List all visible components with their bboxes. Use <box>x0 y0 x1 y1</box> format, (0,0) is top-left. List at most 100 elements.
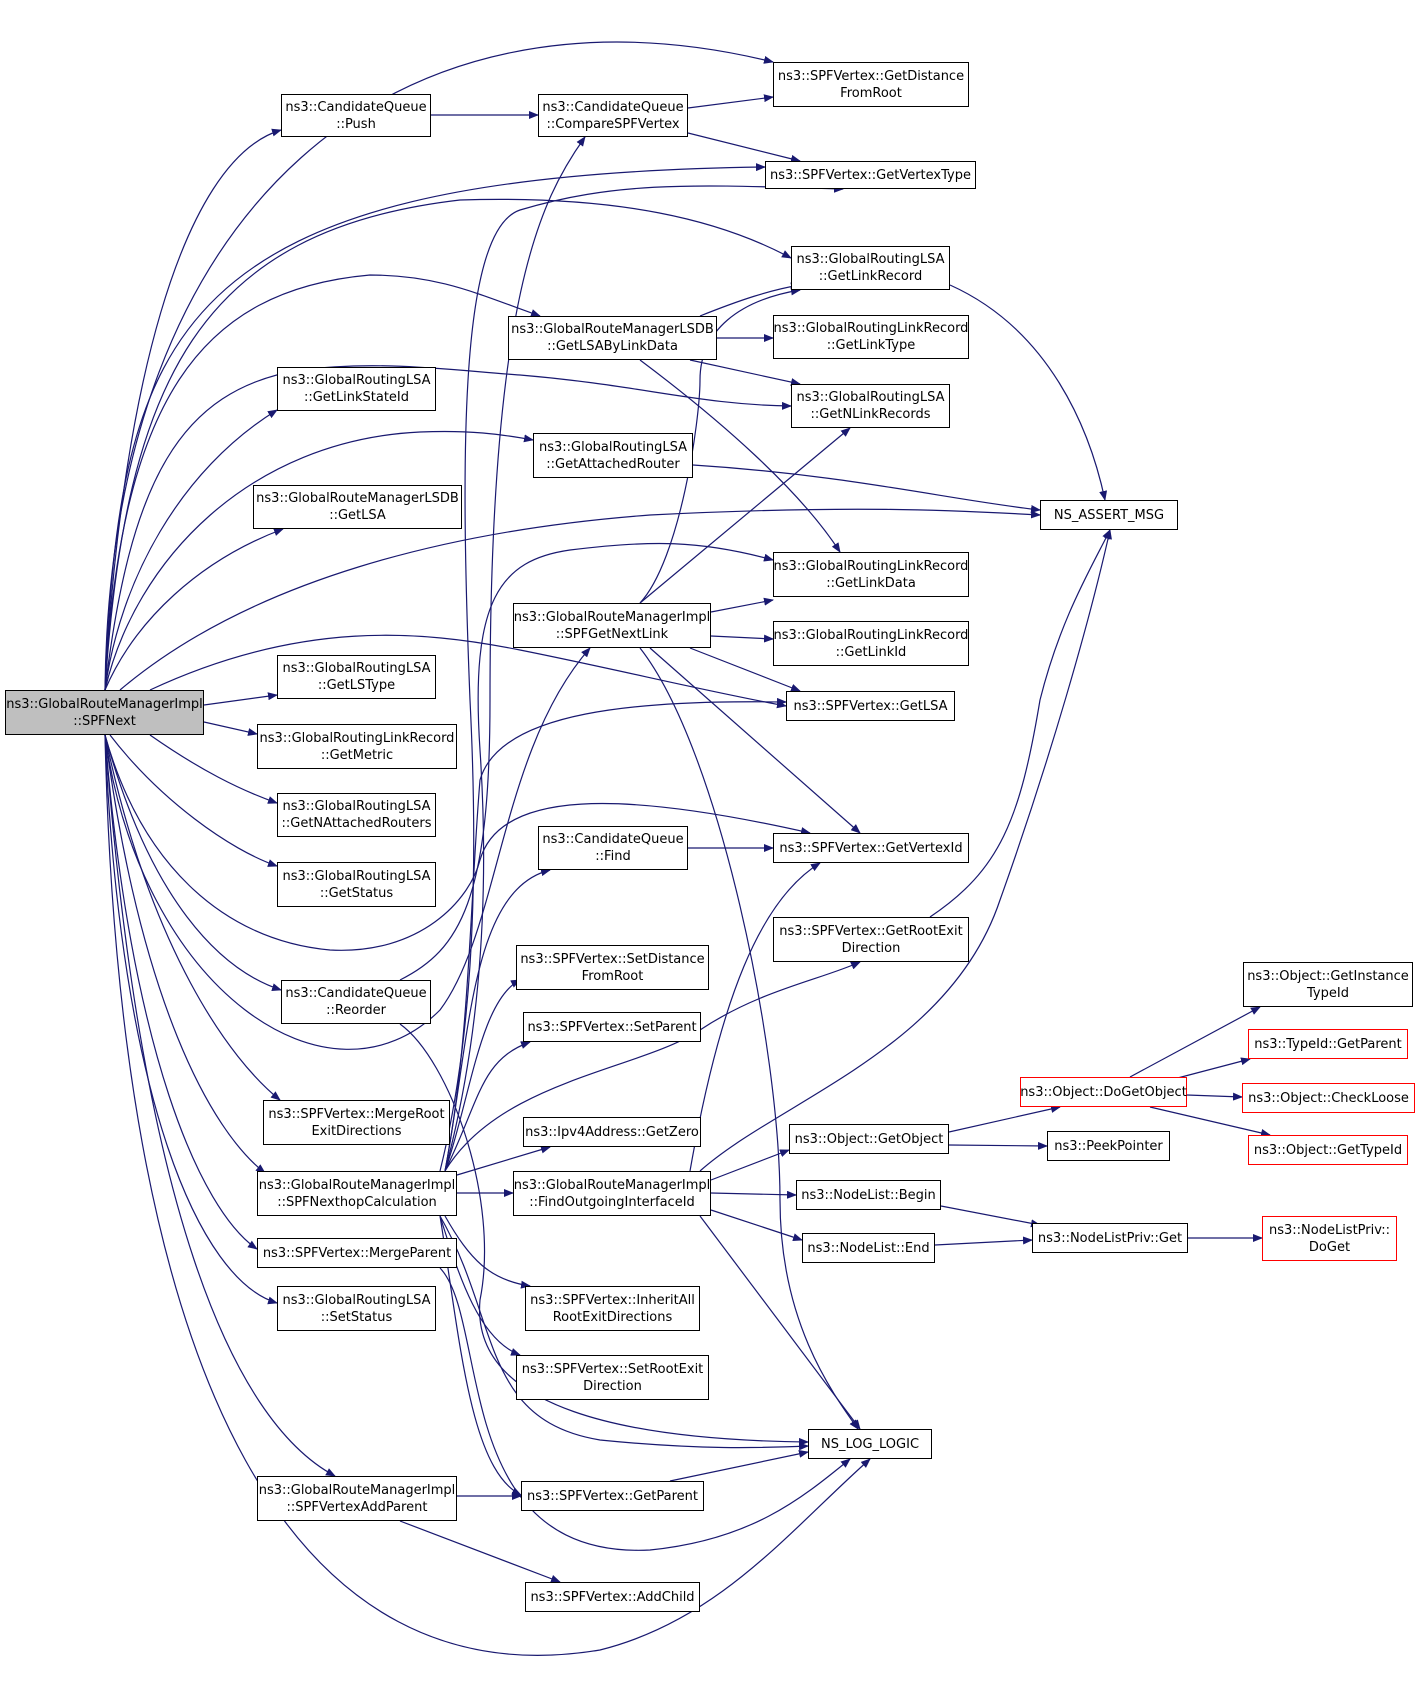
node-nodelistpriv-doget[interactable]: ns3::NodeListPriv::DoGet <box>1262 1216 1397 1261</box>
node-v-getparent[interactable]: ns3::SPFVertex::GetParent <box>521 1481 704 1511</box>
edge-spfnext-to-lsa-setstatus <box>104 734 278 1305</box>
node-lsdb-getlsabylinkdata[interactable]: ns3::GlobalRouteManagerLSDB::GetLSAByLin… <box>508 316 717 360</box>
edge-spfnext-to-ns-assert-msg <box>119 508 1041 691</box>
edge-gm-findoutgoinginterfaceid-to-obj-getobject <box>710 1149 790 1181</box>
edge-spf-nexthopcalculation-to-v-getvertextype <box>439 184 844 1172</box>
edge-spf-nexthopcalculation-to-cq-find <box>444 868 551 1172</box>
node-obj-dogetobject[interactable]: ns3::Object::DoGetObject <box>1020 1077 1187 1107</box>
edge-spf-getnextlink-to-lr-getlinkdata <box>710 597 774 613</box>
node-lr-getlinktype[interactable]: ns3::GlobalRoutingLinkRecord::GetLinkTyp… <box>773 315 969 359</box>
edge-spf-getnextlink-to-lr-getlinkid <box>710 634 774 643</box>
edge-gm-findoutgoinginterfaceid-to-ns-log-logic <box>699 1215 861 1430</box>
edge-spf-getnextlink-to-lsa-getlinkrecord <box>639 287 801 604</box>
edge-gm-findoutgoinginterfaceid-to-ns-assert-msg <box>699 529 1112 1172</box>
node-v-getlsa[interactable]: ns3::SPFVertex::GetLSA <box>786 691 955 721</box>
edge-obj-dogetobject-to-obj-getinstancetypeid <box>1129 1006 1261 1078</box>
node-lsa-getattachedrouter[interactable]: ns3::GlobalRoutingLSA::GetAttachedRouter <box>533 433 693 478</box>
node-obj-checkloose[interactable]: ns3::Object::CheckLoose <box>1242 1083 1415 1113</box>
node-v-getvertexid[interactable]: ns3::SPFVertex::GetVertexId <box>773 833 969 863</box>
node-nodelist-end[interactable]: ns3::NodeList::End <box>802 1233 935 1263</box>
edge-lsa-getattachedrouter-to-ns-assert-msg <box>692 464 1041 513</box>
node-v-addchild[interactable]: ns3::SPFVertex::AddChild <box>525 1582 700 1612</box>
edge-spf-nexthopcalculation-to-lr-getlinkdata <box>444 542 774 1172</box>
node-lr-getlinkid[interactable]: ns3::GlobalRoutingLinkRecord::GetLinkId <box>773 621 969 666</box>
node-lsa-getlinkstateid[interactable]: ns3::GlobalRoutingLSA::GetLinkStateId <box>277 367 436 411</box>
node-typeid-getparent[interactable]: ns3::TypeId::GetParent <box>1248 1029 1408 1059</box>
node-lsa-getlinkrecord[interactable]: ns3::GlobalRoutingLSA::GetLinkRecord <box>791 246 950 290</box>
edge-spfnext-to-lsdb-getlsa <box>104 528 284 691</box>
node-nodelist-begin[interactable]: ns3::NodeList::Begin <box>796 1180 941 1210</box>
edge-obj-dogetobject-to-obj-gettypeid <box>1149 1106 1271 1137</box>
edge-spfnext-to-v-getvertexid <box>104 734 811 951</box>
edge-spfnext-to-lsa-getlstype <box>203 692 278 706</box>
edge-spfnext-to-lr-getmetric <box>203 721 258 736</box>
node-v-getvertextype[interactable]: ns3::SPFVertex::GetVertexType <box>765 161 976 189</box>
node-spf-nexthopcalculation[interactable]: ns3::GlobalRouteManagerImpl::SPFNexthopC… <box>257 1171 457 1216</box>
edge-spfnext-to-spf-vertexaddparent <box>104 734 336 1477</box>
edge-spfnext-to-ns-log-logic <box>104 734 871 1656</box>
node-spf-vertexaddparent[interactable]: ns3::GlobalRouteManagerImpl::SPFVertexAd… <box>257 1476 457 1521</box>
node-lr-getmetric[interactable]: ns3::GlobalRoutingLinkRecord::GetMetric <box>257 724 457 769</box>
edge-spf-nexthopcalculation-to-ipv4-getzero <box>456 1145 551 1176</box>
edge-cq-reorder-to-cq-compare <box>399 136 586 981</box>
node-lsdb-getlsa[interactable]: ns3::GlobalRouteManagerLSDB::GetLSA <box>253 485 462 529</box>
node-lsa-setstatus[interactable]: ns3::GlobalRoutingLSA::SetStatus <box>277 1286 436 1331</box>
edge-lsdb-getlsabylinkdata-to-lr-getlinkdata <box>639 359 841 553</box>
node-ns-log-logic[interactable]: NS_LOG_LOGIC <box>808 1429 932 1459</box>
edge-cq-compare-to-v-getvertextype <box>687 132 801 163</box>
edge-spfnext-to-lsa-getattachedrouter <box>104 430 534 691</box>
edge-spf-nexthopcalculation-to-v-getlsa <box>444 697 787 1172</box>
edge-spfnext-to-spf-getnextlink <box>104 647 591 1050</box>
node-cq-compare[interactable]: ns3::CandidateQueue::CompareSPFVertex <box>538 94 688 137</box>
node-ns-assert-msg[interactable]: NS_ASSERT_MSG <box>1040 500 1178 530</box>
edge-spf-getnextlink-to-lsa-getnlinkrecords <box>639 427 851 604</box>
edge-cq-compare-to-v-getdistance <box>687 94 774 109</box>
node-cq-push[interactable]: ns3::CandidateQueue::Push <box>281 94 431 137</box>
edge-spfnext-to-v-mergerootexitdirections <box>104 734 281 1101</box>
edge-spfnext-to-v-getlsa <box>149 634 787 709</box>
node-spf-getnextlink[interactable]: ns3::GlobalRouteManagerImpl::SPFGetNextL… <box>513 603 711 648</box>
edge-obj-dogetobject-to-typeid-getparent <box>1169 1057 1251 1081</box>
edge-lsdb-getlsabylinkdata-to-lsa-getnlinkrecords <box>689 359 801 386</box>
edge-spfnext-to-cq-push <box>104 128 282 691</box>
edge-v-mergeparent-to-ns-log-logic <box>439 1267 851 1551</box>
edge-obj-dogetobject-to-obj-checkloose <box>1186 1092 1243 1101</box>
node-gm-findoutgoinginterfaceid[interactable]: ns3::GlobalRouteManagerImpl::FindOutgoin… <box>513 1171 711 1216</box>
edge-spfnext-to-lsa-getstatus <box>109 734 278 867</box>
node-obj-getobject[interactable]: ns3::Object::GetObject <box>789 1124 949 1154</box>
edge-spfnext-to-v-getvertextype <box>104 163 766 691</box>
edge-nodelist-end-to-nodelistpriv-get <box>934 1236 1033 1246</box>
node-cq-find[interactable]: ns3::CandidateQueue::Find <box>538 826 688 870</box>
edge-cq-reorder-to-ns-log-logic <box>399 1023 809 1446</box>
node-ipv4-getzero[interactable]: ns3::Ipv4Address::GetZero <box>523 1117 701 1147</box>
node-lsa-getnlinkrecords[interactable]: ns3::GlobalRoutingLSA::GetNLinkRecords <box>791 384 950 428</box>
edge-spf-nexthopcalculation-to-ns-log-logic <box>439 1215 809 1451</box>
edge-spf-nexthopcalculation-to-v-setparent <box>444 1041 531 1172</box>
node-nodelistpriv-get[interactable]: ns3::NodeListPriv::Get <box>1032 1223 1188 1253</box>
edge-lsa-getlinkrecord-to-ns-assert-msg <box>949 284 1108 501</box>
edge-v-getparent-to-ns-log-logic <box>669 1449 809 1482</box>
node-obj-gettypeid[interactable]: ns3::Object::GetTypeId <box>1248 1135 1408 1165</box>
edge-nodelist-begin-to-nodelistpriv-get <box>940 1205 1041 1228</box>
edge-v-getrootexitdirection-to-ns-assert-msg <box>929 529 1111 918</box>
node-v-mergeparent[interactable]: ns3::SPFVertex::MergeParent <box>257 1238 457 1268</box>
edge-spfnext-to-lsa-getnattachedrouters <box>149 734 278 804</box>
edge-gm-findoutgoinginterfaceid-to-nodelist-end <box>710 1209 803 1241</box>
node-lr-getlinkdata[interactable]: ns3::GlobalRoutingLinkRecord::GetLinkDat… <box>773 552 969 597</box>
edge-spf-nexthopcalculation-to-v-setdistancefromroot <box>444 979 521 1172</box>
node-lsa-getstatus[interactable]: ns3::GlobalRoutingLSA::GetStatus <box>277 862 436 907</box>
node-cq-reorder[interactable]: ns3::CandidateQueue::Reorder <box>281 980 431 1024</box>
node-peekpointer[interactable]: ns3::PeekPointer <box>1047 1131 1170 1161</box>
node-v-setparent[interactable]: ns3::SPFVertex::SetParent <box>523 1012 701 1042</box>
node-lsa-getlstype[interactable]: ns3::GlobalRoutingLSA::GetLSType <box>277 655 436 699</box>
node-lsa-getnattachedrouters[interactable]: ns3::GlobalRoutingLSA::GetNAttachedRoute… <box>277 793 436 837</box>
edge-lsdb-getlsabylinkdata-to-lsa-getlinkrecord <box>699 282 801 317</box>
